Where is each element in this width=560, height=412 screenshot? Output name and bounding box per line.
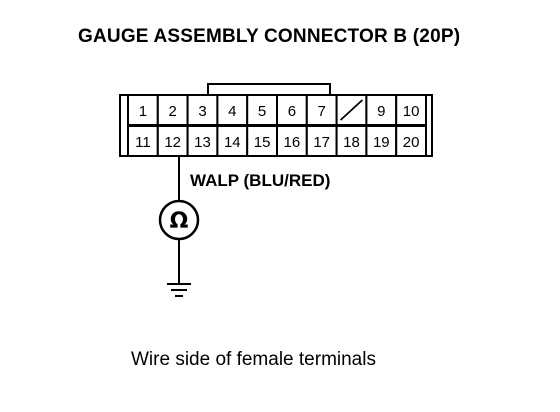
pin-18: 18 xyxy=(335,125,368,157)
pin-19-cell xyxy=(365,125,398,157)
pin-19: 19 xyxy=(365,125,398,157)
diagram-title: GAUGE ASSEMBLY CONNECTOR B (20P) xyxy=(78,26,461,47)
pin-14-cell xyxy=(216,125,249,157)
connector-top-row: 1 2 3 4 5 6 7 9 10 xyxy=(127,94,428,126)
pin-2: 2 xyxy=(156,94,189,126)
connector-left-wall xyxy=(119,94,128,157)
pin-12-cell xyxy=(156,125,189,157)
pin-14: 14 xyxy=(216,125,249,157)
pin-15: 15 xyxy=(246,125,278,157)
wire-label: WALP (BLU/RED) xyxy=(190,171,331,190)
connector-right-wall xyxy=(426,94,433,157)
pin-20-cell xyxy=(395,125,428,157)
connector-bottom-row: 11 12 13 14 15 16 17 18 19 20 xyxy=(127,125,428,157)
pin-17-cell xyxy=(305,125,338,157)
pin-5-label: 5 xyxy=(258,103,266,120)
pin-7: 7 xyxy=(305,94,338,126)
pin-blank xyxy=(335,94,368,126)
pin-11-label: 11 xyxy=(135,134,151,151)
pin-15-cell xyxy=(246,125,278,157)
pin-10: 10 xyxy=(395,94,428,126)
pin-16-label: 16 xyxy=(284,134,301,151)
pin-12-label: 12 xyxy=(164,134,181,151)
pin-3-label: 3 xyxy=(198,103,206,120)
pin-15-label: 15 xyxy=(254,134,271,151)
pin-20: 20 xyxy=(395,125,428,157)
pin-blank-slash xyxy=(339,99,364,121)
pin-11: 11 xyxy=(127,125,159,157)
pin-5-cell xyxy=(246,94,278,126)
pin-9-label: 9 xyxy=(377,103,385,120)
pin-1: 1 xyxy=(127,94,159,126)
ohmmeter-symbol: Ω xyxy=(170,209,189,234)
pin-9: 9 xyxy=(365,94,398,126)
pin-10-cell xyxy=(395,94,428,126)
connector-body xyxy=(119,83,433,157)
pin-18-label: 18 xyxy=(343,134,360,151)
pin-13: 13 xyxy=(186,125,219,157)
pin-7-label: 7 xyxy=(318,103,326,120)
pin-5: 5 xyxy=(246,94,278,126)
pin-12: 12 xyxy=(156,125,189,157)
pin-6: 6 xyxy=(276,94,308,126)
pin-1-label: 1 xyxy=(139,103,147,120)
pin-17-label: 17 xyxy=(313,134,330,151)
pin-13-label: 13 xyxy=(194,134,211,151)
pin-20-label: 20 xyxy=(403,134,420,151)
pin-11-cell xyxy=(127,125,159,157)
pin-17: 17 xyxy=(305,125,338,157)
connector-lock-tab xyxy=(207,83,331,95)
pin-4: 4 xyxy=(216,94,249,126)
pin-16-cell xyxy=(276,125,308,157)
pin-2-label: 2 xyxy=(169,103,177,120)
pin-14-label: 14 xyxy=(224,134,241,151)
diagram-caption: Wire side of female terminals xyxy=(131,349,376,370)
pin-6-label: 6 xyxy=(288,103,296,120)
pin-16: 16 xyxy=(276,125,308,157)
pin-18-cell xyxy=(335,125,368,157)
pin-3: 3 xyxy=(186,94,219,126)
ohmmeter-icon: Ω xyxy=(158,199,200,241)
ground-icon xyxy=(167,283,191,297)
pin-19-label: 19 xyxy=(373,134,390,151)
pin-10-label: 10 xyxy=(403,103,420,120)
pin-4-label: 4 xyxy=(228,103,236,120)
